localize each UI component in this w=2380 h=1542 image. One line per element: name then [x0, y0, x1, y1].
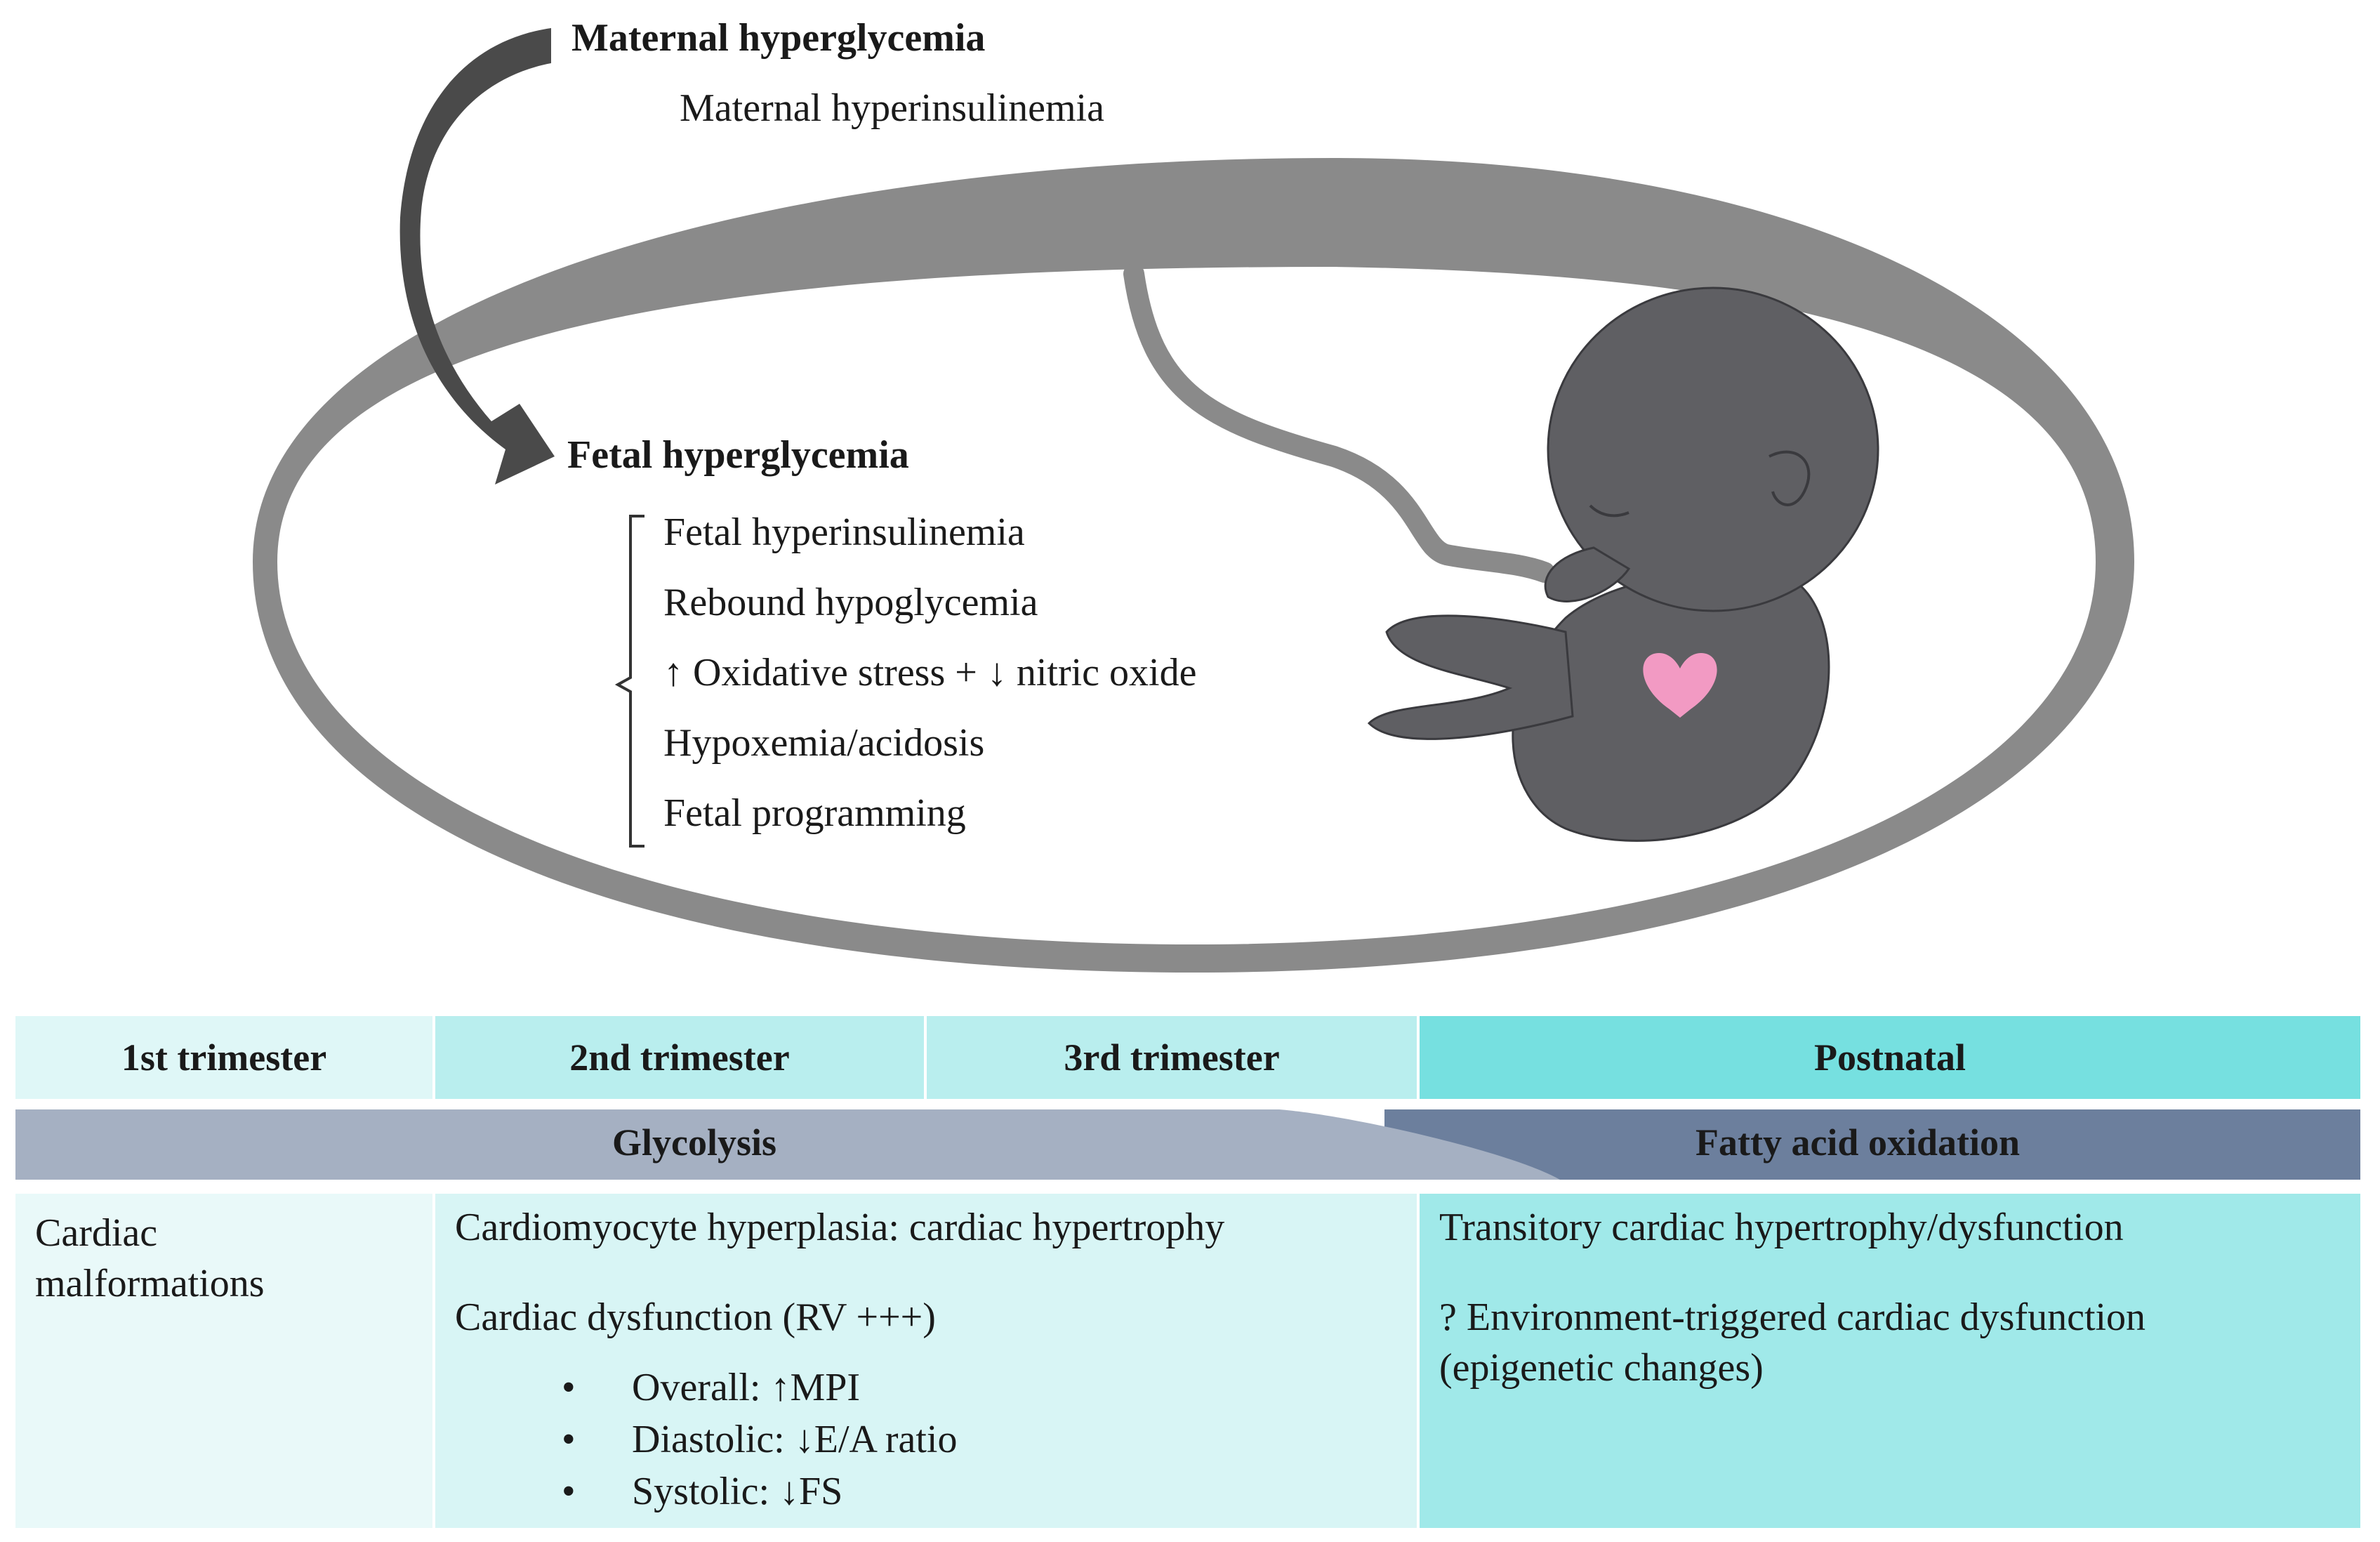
environment-text-line2: (epigenetic changes)	[1439, 1346, 1764, 1390]
transitory-text: Transitory cardiac hypertrophy/dysfuncti…	[1439, 1206, 2124, 1249]
bullet-dot: •	[562, 1418, 576, 1461]
header-label: 2nd trimester	[569, 1036, 790, 1079]
bullet-dot: •	[562, 1366, 576, 1409]
bullet-dot: •	[562, 1470, 576, 1513]
fetus-illustration	[1367, 286, 1879, 842]
cardiac-malformations-line1: Cardiac	[35, 1211, 158, 1255]
curved-arrow	[399, 28, 555, 485]
metabolism-band	[15, 1109, 2360, 1180]
heart-icon	[1643, 653, 1717, 718]
glycolysis-label: Glycolysis	[612, 1121, 777, 1164]
fatty-acid-oxidation-label: Fatty acid oxidation	[1695, 1121, 2021, 1164]
fetal-effect-item: Rebound hypoglycemia	[663, 581, 1038, 624]
fetal-effect-item: Fetal programming	[663, 791, 966, 835]
fetal-effect-item: ↑ Oxidative stress + ↓ nitric oxide	[663, 651, 1197, 694]
hyperplasia-text: Cardiomyocyte hyperplasia: cardiac hyper…	[455, 1206, 1225, 1249]
fatty-acid-oxidation-band	[1384, 1109, 2360, 1180]
glycolysis-band	[15, 1109, 1560, 1180]
cell-prenatal: Cardiomyocyte hyperplasia: cardiac hyper…	[435, 1194, 1417, 1528]
bullet-overall: Overall: ↑MPI	[632, 1366, 861, 1409]
pathway-illustration	[253, 28, 2134, 973]
uterus-ring	[253, 158, 2134, 973]
header-label: Postnatal	[1814, 1036, 1966, 1079]
cell-1st-trimester: Cardiac malformations	[15, 1194, 432, 1528]
header-postnatal: Postnatal	[1420, 1016, 2360, 1099]
header-label: 1st trimester	[121, 1036, 327, 1079]
header-label: 3rd trimester	[1064, 1036, 1280, 1079]
cardiac-malformations-line2: malformations	[35, 1262, 265, 1305]
fetal-effect-item: Fetal hyperinsulinemia	[663, 510, 1025, 554]
dysfunction-text: Cardiac dysfunction (RV +++)	[455, 1296, 936, 1339]
fetal-effect-item: Hypoxemia/acidosis	[663, 721, 985, 765]
umbilical-cord	[1123, 263, 1555, 583]
cell-postnatal: Transitory cardiac hypertrophy/dysfuncti…	[1420, 1194, 2360, 1528]
fetus-ear	[1769, 450, 1811, 506]
environment-text-line1: ? Environment-triggered cardiac dysfunct…	[1439, 1296, 2146, 1339]
effects-bracket	[614, 515, 644, 848]
fetus-eye	[1589, 504, 1629, 518]
fetal-hyperglycemia-label: Fetal hyperglycemia	[567, 433, 909, 477]
header-2nd-trimester: 2nd trimester	[435, 1016, 924, 1099]
bullet-diastolic: Diastolic: ↓E/A ratio	[632, 1418, 958, 1461]
maternal-hyperinsulinemia-label: Maternal hyperinsulinemia	[680, 86, 1104, 130]
header-3rd-trimester: 3rd trimester	[927, 1016, 1417, 1099]
bullet-systolic: Systolic: ↓FS	[632, 1470, 843, 1513]
maternal-hyperglycemia-label: Maternal hyperglycemia	[571, 16, 986, 60]
header-1st-trimester: 1st trimester	[15, 1016, 432, 1099]
